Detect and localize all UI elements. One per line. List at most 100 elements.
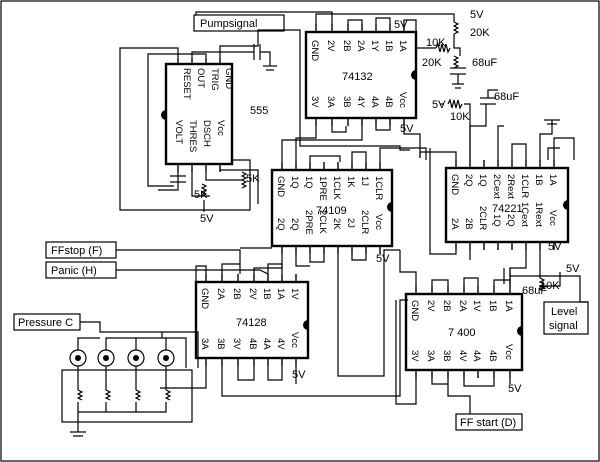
panic-tag: Panic (H) bbox=[45, 261, 117, 279]
chip-74221-top-pin-5: 1CLR bbox=[519, 174, 530, 198]
label-5v-221-vcc: 5V bbox=[566, 263, 580, 275]
chip-74132-bottom-pin-4: 4A bbox=[369, 96, 380, 108]
label-5v-74132-vcc: 5V bbox=[400, 123, 414, 135]
chip-74128-top-pin-2: 2B bbox=[231, 288, 242, 300]
chip-74221: GND 2Q 1Q 2Cext 2Rext 1CLR 1B 1A 2A 2B 2… bbox=[444, 160, 570, 250]
chip-7400-bottom-pin-1: 3A bbox=[425, 350, 436, 362]
pressure-tag: Pressure C bbox=[13, 313, 81, 331]
chip-555-bottom-pin-0: Vcc bbox=[215, 120, 226, 136]
label-68uf-221-bot: 68uF bbox=[522, 285, 547, 297]
chip-74109-name: 74109 bbox=[316, 205, 347, 217]
label-5k-555-b: 5K bbox=[194, 189, 208, 201]
chip-74128-bottom-pin-6: Vcc bbox=[289, 332, 300, 348]
label-5v-74132: 5V bbox=[394, 19, 408, 31]
label-5v-555: 5V bbox=[200, 213, 214, 225]
chip-7400-bottom-pin-3: 4V bbox=[457, 350, 468, 362]
label-5v-pump: 5V bbox=[470, 9, 484, 21]
level-signal-label-line1: Level bbox=[551, 306, 577, 318]
chip-7400-bottom-pin-0: 3V bbox=[409, 350, 420, 362]
chip-74221-top-pin-3: 2Cext bbox=[491, 174, 502, 199]
chip-74221-bottom-pin-6: 1Rext bbox=[533, 202, 544, 227]
ff-stop-label: FFstop (F) bbox=[51, 245, 102, 257]
chip-74132-bottom-pin-3: 4Y bbox=[355, 96, 366, 108]
chip-74128-name: 74128 bbox=[236, 317, 267, 329]
chip-74132-top-pin-1: 2V bbox=[325, 40, 336, 52]
chip-74132-top-pin-3: 2A bbox=[355, 40, 366, 52]
chip-74221-top-pin-2: 1Q bbox=[477, 174, 488, 187]
chip-7400-bottom-pin-2: 3B bbox=[441, 350, 452, 362]
chip-74128-top-pin-0: GND bbox=[199, 288, 210, 309]
chip-74109-top-pin-7: 1CLR bbox=[373, 176, 384, 200]
chip-7400-top-pin-2: 2B bbox=[441, 300, 452, 312]
chip-74132-bottom-pin-2: 3B bbox=[341, 96, 352, 108]
chip-74128-bottom-pin-4: 4A bbox=[261, 338, 272, 350]
chip-74132: GND 2V 2B 2A 1Y 1B 1A 3V 3A 3B 4Y 4A 4B … bbox=[304, 24, 418, 126]
chip-74132-bottom-pin-0: 3V bbox=[309, 96, 320, 108]
chip-74221-bottom-pin-1: 2B bbox=[463, 218, 474, 230]
level-signal-tag: Level signal bbox=[543, 301, 589, 335]
chip-74109-bottom-pin-5: 2J bbox=[345, 218, 356, 228]
chip-74109-top-pin-3: 1PRE bbox=[317, 176, 328, 201]
chip-7400-top-pin-3: 2A bbox=[457, 300, 468, 312]
chip-74132-bottom-pin-5: 4B bbox=[383, 96, 394, 108]
chip-7400-top-pin-1: 2V bbox=[425, 300, 436, 312]
ff-start-tag: FF start (D) bbox=[455, 413, 523, 431]
chip-74128-bottom-pin-5: 4V bbox=[275, 338, 286, 350]
panic-label: Panic (H) bbox=[51, 265, 97, 277]
chip-74128-bottom-pin-1: 3B bbox=[215, 338, 226, 350]
pump-signal-label: Pumpsignal bbox=[200, 18, 257, 30]
chip-555-name: 555 bbox=[250, 105, 268, 117]
chip-74109-top-pin-1: 1Q bbox=[289, 176, 300, 189]
chip-74128-top-pin-6: 1V bbox=[289, 288, 300, 300]
chip-74109-top-pin-5: 1K bbox=[345, 176, 356, 188]
chip-74221-name: 74221 bbox=[492, 203, 523, 215]
label-5v-221-bot: 5V bbox=[548, 241, 562, 253]
chip-555: GND TRIG OUT RESET Vcc DSCH THRES VOLT bbox=[161, 58, 234, 172]
chip-7400-bottom-pin-5: 4B bbox=[487, 350, 498, 362]
chip-74221-top-pin-4: 2Rext bbox=[505, 174, 516, 199]
chip-74221-top-pin-7: 1A bbox=[547, 174, 558, 186]
chip-74221-bottom-pin-0: 2A bbox=[449, 218, 460, 230]
chip-74109-bottom-pin-4: 2K bbox=[331, 218, 342, 230]
chip-74132-top-pin-0: GND bbox=[309, 40, 320, 61]
chip-74128-bottom-pin-3: 4B bbox=[247, 338, 258, 350]
chip-74132-bottom-pin-1: 3A bbox=[325, 96, 336, 108]
chip-555-top-pin-1: TRIG bbox=[209, 68, 220, 91]
chip-74109-bottom-pin-6: 2CLR bbox=[359, 210, 370, 234]
chip-74132-top-pin-2: 2B bbox=[341, 40, 352, 52]
chip-74221-top-pin-6: 1B bbox=[533, 174, 544, 186]
chip-74109-bottom-pin-7: Vcc bbox=[373, 214, 384, 230]
chip-74128-top-pin-4: 1B bbox=[261, 288, 272, 300]
label-5v-7400: 5V bbox=[508, 383, 522, 395]
chip-7400-top-pin-5: 1B bbox=[487, 300, 498, 312]
pressure-sensor-bank bbox=[61, 337, 193, 437]
chip-74221-top-pin-0: GND bbox=[449, 174, 460, 195]
chip-74221-bottom-pin-4: 2Q bbox=[505, 214, 516, 227]
chip-7400: GND 2V 2B 2A 1V 1B 1A 3V 3A 3B 4V 4A 4B … bbox=[404, 286, 524, 378]
label-5v-74128: 5V bbox=[292, 369, 306, 381]
level-signal-label-line2: signal bbox=[549, 320, 578, 332]
wiring bbox=[80, 11, 588, 414]
chip-74128: GND 2A 2B 2V 1B 1A 1V 3A 3B 3V 4B 4A 4V … bbox=[194, 274, 310, 366]
chip-555-bottom-pin-3: VOLT bbox=[173, 120, 184, 144]
chip-74128-top-pin-1: 2A bbox=[215, 288, 226, 300]
label-68uf-221-top: 68uF bbox=[494, 91, 519, 103]
chip-74109-top-pin-2: 1Q bbox=[303, 176, 314, 189]
chip-74109-top-pin-6: 1J bbox=[359, 176, 370, 186]
chip-74221-bottom-pin-7: Vcc bbox=[547, 210, 558, 226]
chip-74128-top-pin-5: 1A bbox=[275, 288, 286, 300]
chip-74221-bottom-pin-3: 1Q bbox=[491, 214, 502, 227]
chip-74132-top-pin-4: 1Y bbox=[369, 40, 380, 52]
chip-74109: GND 1Q 1Q 1PRE 1CLK 1K 1J 1CLR 2Q 2Q 2PR… bbox=[270, 162, 394, 254]
chip-555-top-pin-2: OUT bbox=[195, 68, 206, 88]
chip-7400-name: 7 400 bbox=[448, 327, 476, 339]
label-10k-221-top: 10K bbox=[450, 111, 470, 123]
chip-74221-bottom-pin-5: 1Cext bbox=[519, 202, 530, 227]
chip-7400-bottom-pin-4: 4A bbox=[471, 350, 482, 362]
pump-signal-tag: Pumpsignal bbox=[193, 14, 285, 32]
chip-7400-top-pin-6: 1A bbox=[503, 300, 514, 312]
label-20k-pump-b: 20K bbox=[422, 57, 442, 69]
chip-74221-bottom-pin-2: 2CLR bbox=[477, 206, 488, 230]
